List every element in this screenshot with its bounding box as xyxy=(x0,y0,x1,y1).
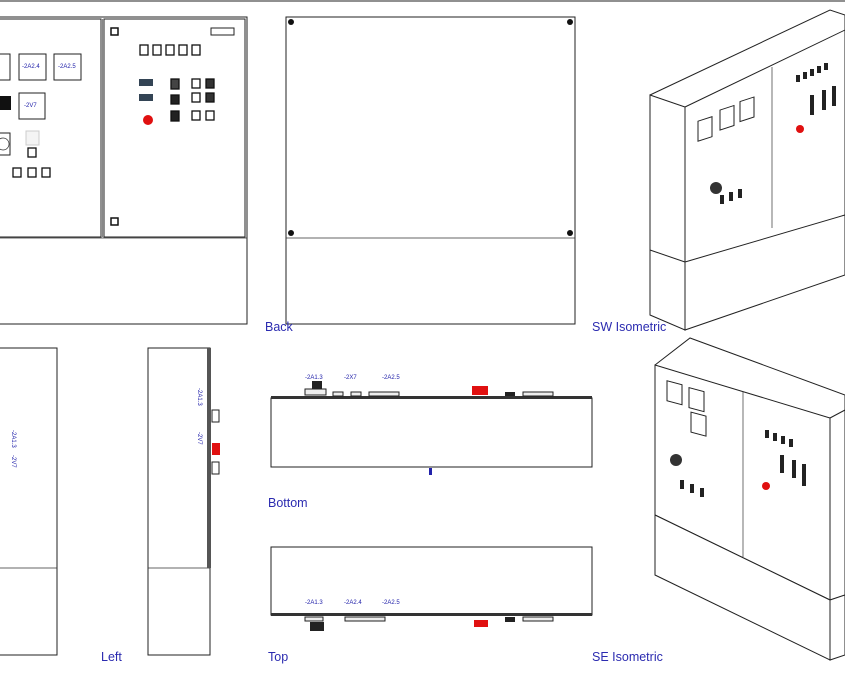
indicator xyxy=(139,79,153,86)
component-tag: -2A1.3 xyxy=(305,600,323,606)
meter-1 xyxy=(0,53,11,81)
view-label-sw-isometric: SW Isometric xyxy=(592,320,667,334)
view-label-bottom: Bottom xyxy=(268,496,308,510)
se-isometric-view xyxy=(654,337,845,661)
view-label-back: Back xyxy=(265,320,293,334)
left-side-view-b: -2A1.3 -2V7 xyxy=(147,347,220,656)
left-side-view-a: -2A1.3 -2V7 xyxy=(0,347,58,656)
component-tag: -2A2.4 xyxy=(344,600,362,606)
selector-switch xyxy=(0,132,11,156)
meter-3: -2A2.5 xyxy=(53,53,82,81)
pushbuttons xyxy=(12,44,215,178)
sw-isometric-view xyxy=(649,9,845,331)
side-tag: -2A1.3 xyxy=(10,430,16,448)
meter-tag: -2V7 xyxy=(24,103,37,109)
meter-4: -2V7 xyxy=(18,92,46,120)
side-tag: -2A1.3 xyxy=(196,388,202,406)
top-view: -2A1.3 -2A2.4 -2A2.5 xyxy=(270,546,593,631)
meter-tag: -2A2.5 xyxy=(58,64,76,70)
back-view xyxy=(285,16,576,325)
component-tag: -2A2.5 xyxy=(382,375,400,381)
front-view: -2A2.4 -2A2.5 -2V7 xyxy=(0,16,248,325)
component-tag: -2A2.5 xyxy=(382,600,400,606)
meter-2: -2A2.4 xyxy=(18,53,47,81)
emergency-stop-icon xyxy=(143,115,153,125)
side-tag: -2V7 xyxy=(10,455,16,468)
bottom-view: -2A1.3 -2X7 -2A2.5 xyxy=(270,375,593,475)
component-tag: -2A1.3 xyxy=(305,375,323,381)
view-label-se-isometric: SE Isometric xyxy=(592,650,663,664)
meter-tag: -2A2.4 xyxy=(22,64,40,70)
side-tag: -2V7 xyxy=(196,432,202,445)
component-tag: -2X7 xyxy=(344,375,357,381)
view-label-left: Left xyxy=(101,650,122,664)
display xyxy=(0,96,11,110)
view-label-top: Top xyxy=(268,650,289,664)
